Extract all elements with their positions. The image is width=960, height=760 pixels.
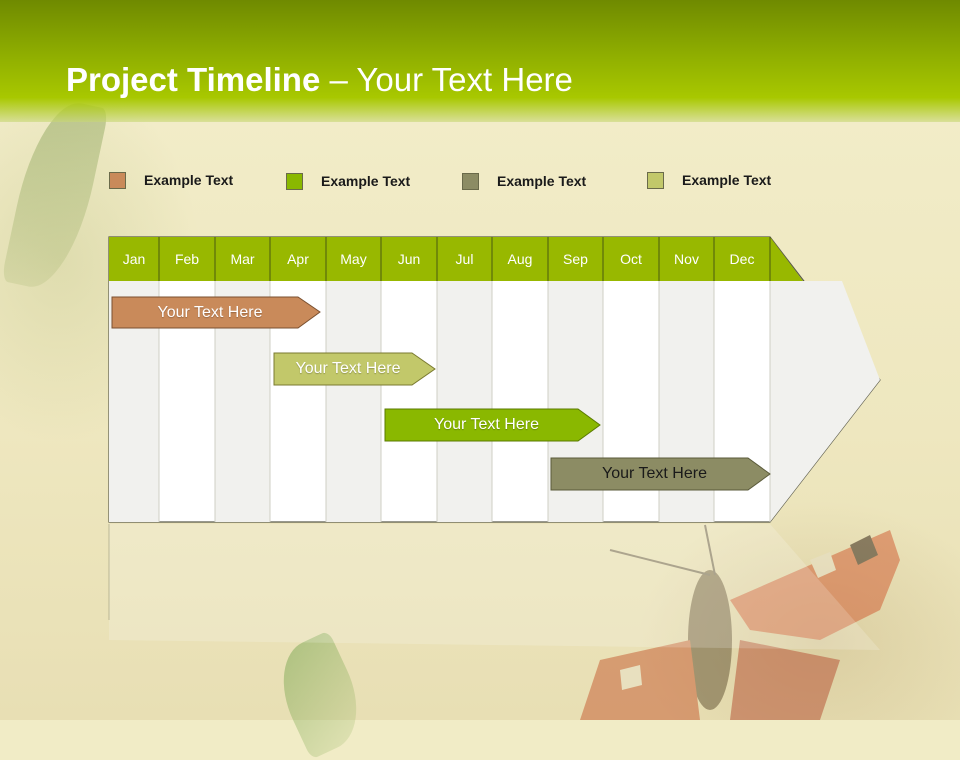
legend-swatch [109, 171, 126, 189]
title-rest: – Your Text Here [320, 61, 573, 98]
legend-item: Example Text [647, 170, 771, 190]
arrow-head-fill [770, 281, 880, 522]
month-label: Oct [620, 251, 642, 267]
title-bold: Project Timeline [66, 61, 321, 98]
month-label: Sep [563, 251, 588, 267]
task-bar-label: Your Text Here [157, 304, 263, 321]
legend-item: Example Text [462, 171, 586, 191]
legend-swatch [647, 171, 664, 189]
task-bar-label: Your Text Here [295, 360, 401, 377]
month-label: Jan [122, 251, 146, 267]
month-label: Mar [230, 251, 255, 267]
legend-item: Example Text [286, 171, 410, 191]
task-bar [111, 296, 321, 329]
page-title: Project Timeline – Your Text Here [66, 60, 573, 100]
task-bar [273, 352, 436, 386]
task-bar [550, 457, 771, 491]
month-label: May [340, 251, 367, 267]
legend-swatch [462, 172, 479, 190]
month-label: Apr [287, 251, 309, 267]
legend-label: Example Text [682, 172, 772, 188]
month-label: Dec [729, 251, 755, 267]
month-label: Nov [674, 251, 699, 267]
month-column [437, 281, 492, 522]
task-bar-label: Your Text Here [434, 416, 539, 433]
legend-label: Example Text [497, 173, 587, 189]
timeline-chart [108, 236, 881, 650]
legend-label: Example Text [144, 172, 234, 188]
month-column [326, 281, 381, 522]
month-label: Jul [455, 251, 474, 267]
task-bar-label: Your Text Here [602, 465, 707, 482]
month-label: Jun [397, 251, 421, 267]
butterfly-image [580, 524, 900, 720]
header-dividers [158, 237, 771, 281]
legend-swatch [286, 172, 303, 190]
month-label: Feb [174, 251, 200, 267]
legend-item: Example Text [109, 170, 233, 190]
month-header-row [109, 237, 803, 281]
header-band: Project Timeline – Your Text Here [0, 0, 960, 122]
legend-label: Example Text [321, 173, 411, 189]
month-label: Aug [507, 251, 533, 267]
task-bar [384, 408, 601, 442]
timeline-reflection [109, 524, 880, 650]
